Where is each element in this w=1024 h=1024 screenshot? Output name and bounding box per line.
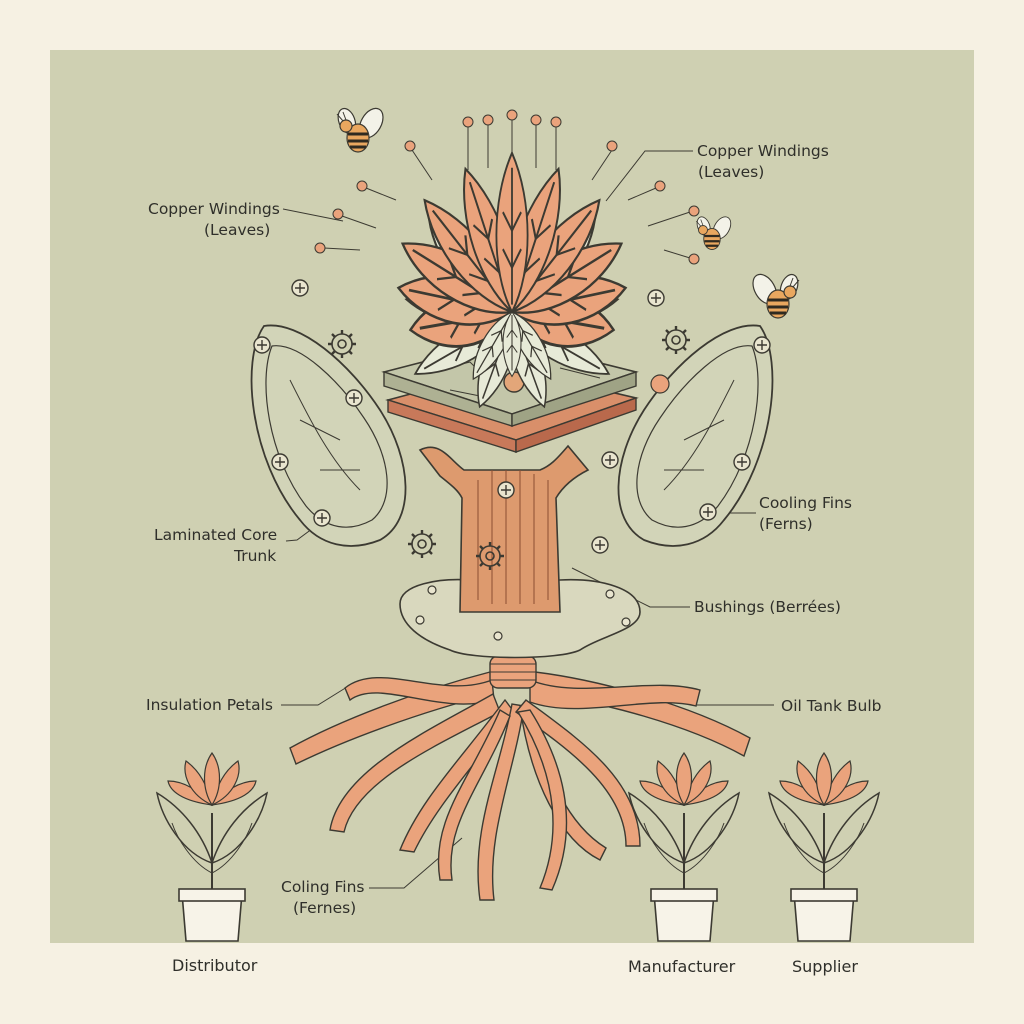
label-copper-windings-left-sub: (Leaves): [204, 221, 271, 239]
label-copper-windings-left: Copper Windings: [148, 200, 280, 218]
label-copper-windings-right: Copper Windings: [697, 142, 829, 160]
pot-label-supplier: Supplier: [792, 957, 858, 976]
label-bushings: Bushings (Berrées): [694, 598, 841, 616]
screw-icon: [601, 451, 619, 469]
label-laminated-core-trunk: Trunk: [234, 547, 277, 565]
screw-icon: [591, 536, 609, 554]
label-cooling-fins-right-sub: (Ferns): [759, 515, 813, 533]
label-insulation-petals: Insulation Petals: [146, 696, 274, 714]
pot-label-distributor: Distributor: [172, 956, 258, 975]
label-oil-tank-bulb: Oil Tank Bulb: [781, 697, 882, 715]
label-copper-windings-right-sub: (Leaves): [698, 163, 765, 181]
label-coling-fins: Coling Fins: [281, 878, 365, 896]
label-laminated-core: Laminated Core: [154, 526, 278, 544]
cooling-fin-right: [617, 324, 774, 547]
screw-icon: [345, 389, 363, 407]
label-coling-fins-sub: (Fernes): [293, 899, 357, 917]
screw-icon: [647, 289, 665, 307]
cooling-fin-left: [250, 324, 407, 547]
label-cooling-fins-right: Cooling Fins: [759, 494, 852, 512]
pot-label-manufacturer: Manufacturer: [628, 957, 736, 976]
screw-icon: [291, 279, 309, 297]
